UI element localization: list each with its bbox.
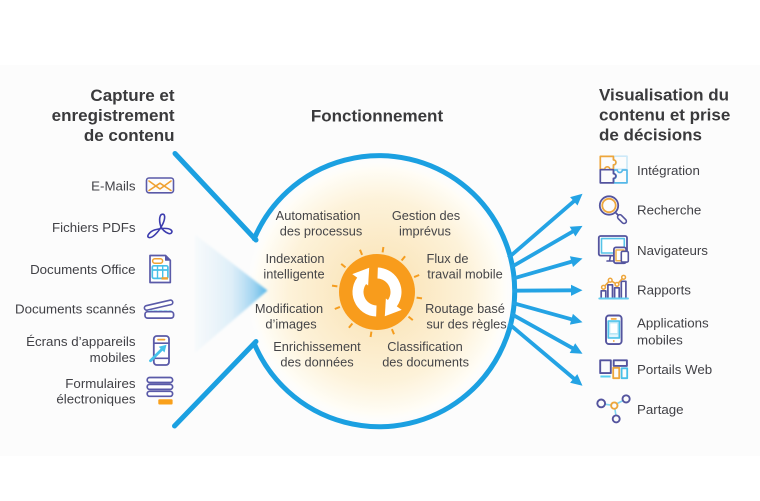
svg-text:enregistrement: enregistrement — [52, 106, 175, 125]
svg-text:contenu et prise: contenu et prise — [599, 106, 730, 125]
svg-text:Fichiers PDFs: Fichiers PDFs — [52, 220, 136, 235]
svg-text:Fonctionnement: Fonctionnement — [311, 107, 444, 126]
svg-text:Recherche: Recherche — [637, 203, 701, 218]
svg-text:électroniques: électroniques — [56, 391, 135, 406]
svg-text:Routage basé: Routage basé — [425, 301, 505, 316]
svg-text:Capture et: Capture et — [90, 86, 174, 105]
svg-text:Navigateurs: Navigateurs — [637, 243, 708, 258]
svg-text:d’images: d’images — [265, 317, 316, 332]
svg-text:Documents scannés: Documents scannés — [15, 302, 136, 317]
svg-text:des processus: des processus — [280, 224, 363, 239]
svg-text:Automatisation: Automatisation — [276, 208, 361, 223]
svg-text:Modification: Modification — [255, 301, 323, 316]
svg-text:Partage: Partage — [637, 402, 684, 417]
svg-text:des données: des données — [280, 355, 353, 370]
svg-text:Portails Web: Portails Web — [637, 362, 712, 377]
svg-text:des documents: des documents — [382, 355, 469, 370]
svg-text:mobiles: mobiles — [637, 332, 683, 347]
svg-text:Enrichissement: Enrichissement — [273, 339, 361, 354]
svg-text:sur des règles: sur des règles — [426, 317, 506, 332]
svg-text:Rapports: Rapports — [637, 283, 691, 298]
svg-text:de décisions: de décisions — [599, 126, 702, 145]
svg-text:Flux de: Flux de — [427, 251, 469, 266]
svg-text:Intégration: Intégration — [637, 163, 700, 178]
svg-text:Écrans d’appareils: Écrans d’appareils — [26, 334, 136, 349]
svg-text:Classification: Classification — [387, 339, 462, 354]
svg-text:Indexation: Indexation — [265, 251, 324, 266]
svg-text:Gestion des: Gestion des — [392, 208, 460, 223]
svg-text:E-Mails: E-Mails — [91, 179, 136, 194]
svg-text:Applications: Applications — [637, 315, 709, 330]
svg-text:mobiles: mobiles — [90, 350, 136, 365]
svg-text:Formulaires: Formulaires — [65, 376, 136, 391]
svg-text:de contenu: de contenu — [84, 126, 175, 145]
svg-text:Visualisation du: Visualisation du — [599, 86, 729, 105]
svg-text:travail mobile: travail mobile — [427, 267, 502, 282]
svg-text:intelligente: intelligente — [263, 267, 324, 282]
svg-text:imprévus: imprévus — [399, 224, 451, 239]
svg-text:Documents Office: Documents Office — [30, 262, 135, 277]
